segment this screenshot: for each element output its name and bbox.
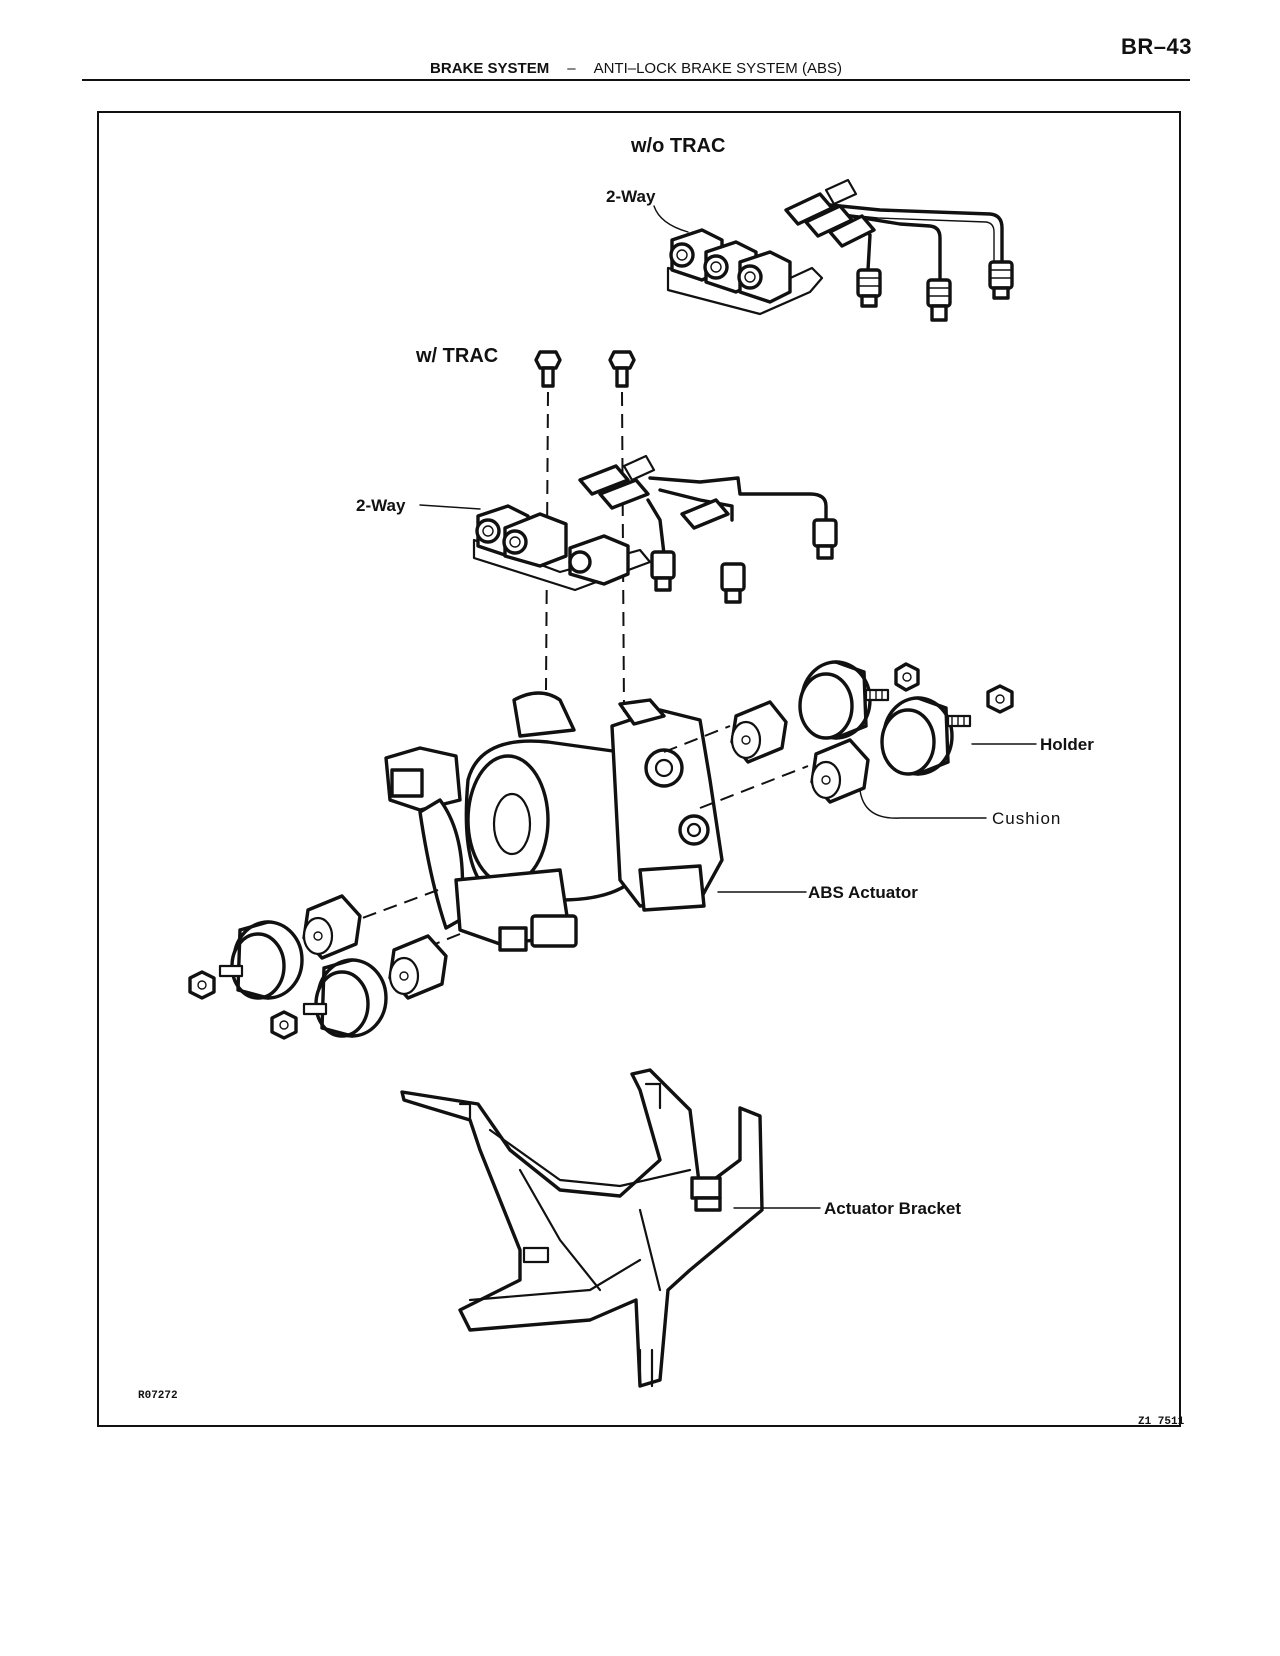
actuator-bracket — [400, 1068, 764, 1388]
variant-label-without-trac: w/o TRAC — [630, 135, 725, 157]
subsection-title: ANTI–LOCK BRAKE SYSTEM (ABS) — [593, 60, 842, 77]
abs-actuator-body — [329, 691, 809, 952]
cushion-and-holder-set-left — [188, 894, 448, 1040]
header-separator: – — [567, 60, 576, 77]
label-holder: Holder — [1040, 735, 1094, 754]
variant-label-with-trac: w/ TRAC — [415, 345, 498, 367]
mounting-bolts — [534, 350, 636, 713]
label-cushion: Cushion — [992, 809, 1061, 828]
figure-code: R07272 — [138, 1390, 178, 1402]
page-number: BR–43 — [1121, 34, 1192, 59]
running-header: BRAKE SYSTEM–ANTI–LOCK BRAKE SYSTEM (ABS… — [82, 60, 1190, 77]
leader-lines — [419, 205, 1037, 1209]
two-way-valve-assembly-without-trac — [666, 228, 824, 316]
label-actuator-bracket: Actuator Bracket — [824, 1199, 961, 1218]
label-two-way-upper: 2-Way — [606, 187, 656, 206]
figure-frame — [97, 111, 1181, 1427]
header-rule — [82, 79, 1190, 81]
section-title: BRAKE SYSTEM — [430, 60, 550, 77]
label-two-way-lower: 2-Way — [356, 496, 406, 515]
cushion-and-holder-set-right — [730, 660, 1014, 804]
corner-code: Z1 7511 — [1138, 1416, 1185, 1428]
two-way-valve-assembly-with-trac — [472, 504, 652, 592]
brake-pipes-with-trac — [578, 454, 838, 604]
label-abs-actuator: ABS Actuator — [808, 883, 918, 902]
brake-pipes-without-trac — [784, 178, 1014, 322]
